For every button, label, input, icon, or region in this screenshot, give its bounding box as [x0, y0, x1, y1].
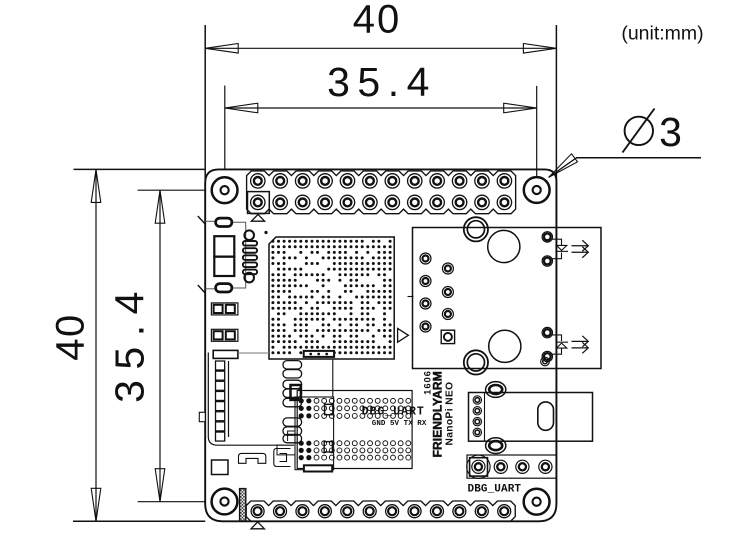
svg-text:3: 3: [659, 109, 682, 155]
svg-text:40: 40: [49, 313, 93, 361]
svg-text:NanoPi NEO: NanoPi NEO: [445, 381, 456, 445]
svg-text:35.4: 35.4: [327, 59, 437, 105]
svg-text:FRIENDLYARM: FRIENDLYARM: [430, 371, 444, 457]
svg-text:40: 40: [353, 0, 402, 42]
svg-text:DBG_UART: DBG_UART: [362, 405, 425, 418]
svg-text:GND 5V TX RX: GND 5V TX RX: [372, 420, 427, 428]
svg-text:1606: 1606: [422, 370, 433, 395]
svg-text:35.4: 35.4: [107, 281, 153, 403]
svg-text:(unit:mm): (unit:mm): [621, 23, 703, 45]
svg-text:DBG_UART: DBG_UART: [468, 483, 522, 495]
